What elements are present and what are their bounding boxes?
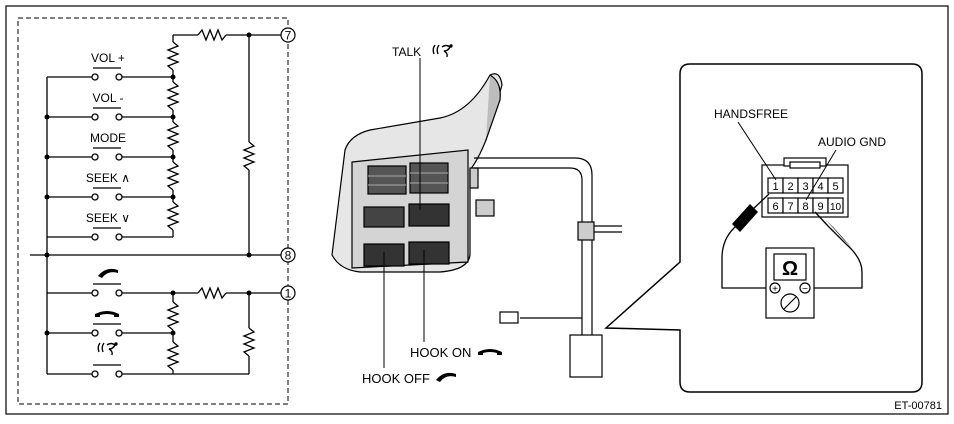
switch-seek-up	[91, 187, 123, 201]
resistor-lower-2	[166, 341, 180, 371]
svg-text:7: 7	[285, 29, 292, 43]
label-vol-plus: VOL +	[91, 51, 125, 65]
label-mode: MODE	[90, 131, 126, 145]
resistor-top	[197, 28, 227, 42]
voice-talk-icon	[432, 44, 453, 58]
callouts	[383, 58, 425, 368]
terminal-1: 1	[280, 285, 296, 301]
svg-text:9: 9	[817, 201, 823, 213]
figure-id: ET-00781	[894, 400, 942, 412]
terminal-7: 7	[280, 27, 296, 43]
callout-talk: TALK	[392, 45, 421, 59]
label-vol-minus: VOL -	[93, 91, 124, 105]
label-audio-gnd: AUDIO GND	[818, 135, 886, 149]
callout-hook-off: HOOK OFF	[362, 371, 430, 386]
svg-text:8: 8	[802, 201, 808, 213]
switch-seek-down	[91, 227, 123, 241]
resistor-right-lower	[242, 327, 256, 357]
svg-text:1: 1	[772, 181, 778, 193]
phone-hook-off-icon	[436, 372, 456, 382]
button-talk	[408, 203, 450, 227]
plus-sign: +	[772, 284, 778, 295]
switch-vol-plus	[91, 67, 123, 81]
junction-dots	[44, 32, 252, 336]
wire-harness	[474, 157, 622, 378]
svg-text:7: 7	[787, 201, 793, 213]
button-cluster-right-top	[409, 162, 449, 194]
connector-pins: 1 2 3 4 5 6 7 8 9 10	[772, 181, 841, 213]
ohm-symbol: Ω	[782, 258, 798, 280]
switch-mode	[91, 147, 123, 161]
ohmmeter	[765, 247, 815, 319]
svg-text:6: 6	[772, 201, 778, 213]
probe-tips	[732, 204, 852, 248]
svg-text:3: 3	[802, 181, 808, 193]
probe-terminal-plus	[769, 282, 781, 294]
button-cluster-left-top	[367, 165, 407, 195]
phone-hook-on-icon	[95, 311, 119, 317]
connector-test-panel	[604, 63, 923, 393]
switch-hook-off	[91, 283, 123, 297]
switch-vol-minus	[91, 107, 123, 121]
resistor-lower-top	[197, 286, 227, 300]
button-mode-left	[363, 206, 405, 228]
connector-body	[761, 157, 849, 218]
steering-switch-assembly	[331, 73, 503, 273]
switch-talk	[91, 364, 123, 378]
phone-hook-on-icon	[478, 349, 502, 355]
label-handsfree: HANDSFREE	[714, 107, 788, 121]
harness-connector	[569, 334, 603, 378]
svg-text:10: 10	[830, 202, 842, 213]
resistor-right-upper	[242, 141, 256, 171]
svg-text:2: 2	[787, 181, 793, 193]
minus-sign: −	[802, 284, 808, 295]
voice-talk-icon	[97, 342, 118, 356]
phone-hook-off-icon	[98, 268, 118, 278]
label-seek-down: SEEK ∨	[86, 211, 130, 225]
svg-text:4: 4	[817, 181, 823, 193]
outer-frame	[5, 5, 949, 415]
resistor-lower-1	[166, 301, 180, 331]
svg-text:8: 8	[285, 249, 292, 263]
label-seek-up: SEEK ∧	[86, 171, 130, 185]
button-hook-on	[408, 241, 450, 265]
terminal-8: 8	[280, 247, 296, 263]
svg-text:5: 5	[832, 181, 838, 193]
switch-hook-on	[91, 323, 123, 337]
svg-text:1: 1	[285, 287, 292, 301]
schematic	[17, 17, 289, 405]
probe-terminal-minus	[799, 282, 811, 294]
callout-hook-on: HOOK ON	[410, 345, 471, 360]
resistor-ladder-upper	[166, 35, 180, 237]
